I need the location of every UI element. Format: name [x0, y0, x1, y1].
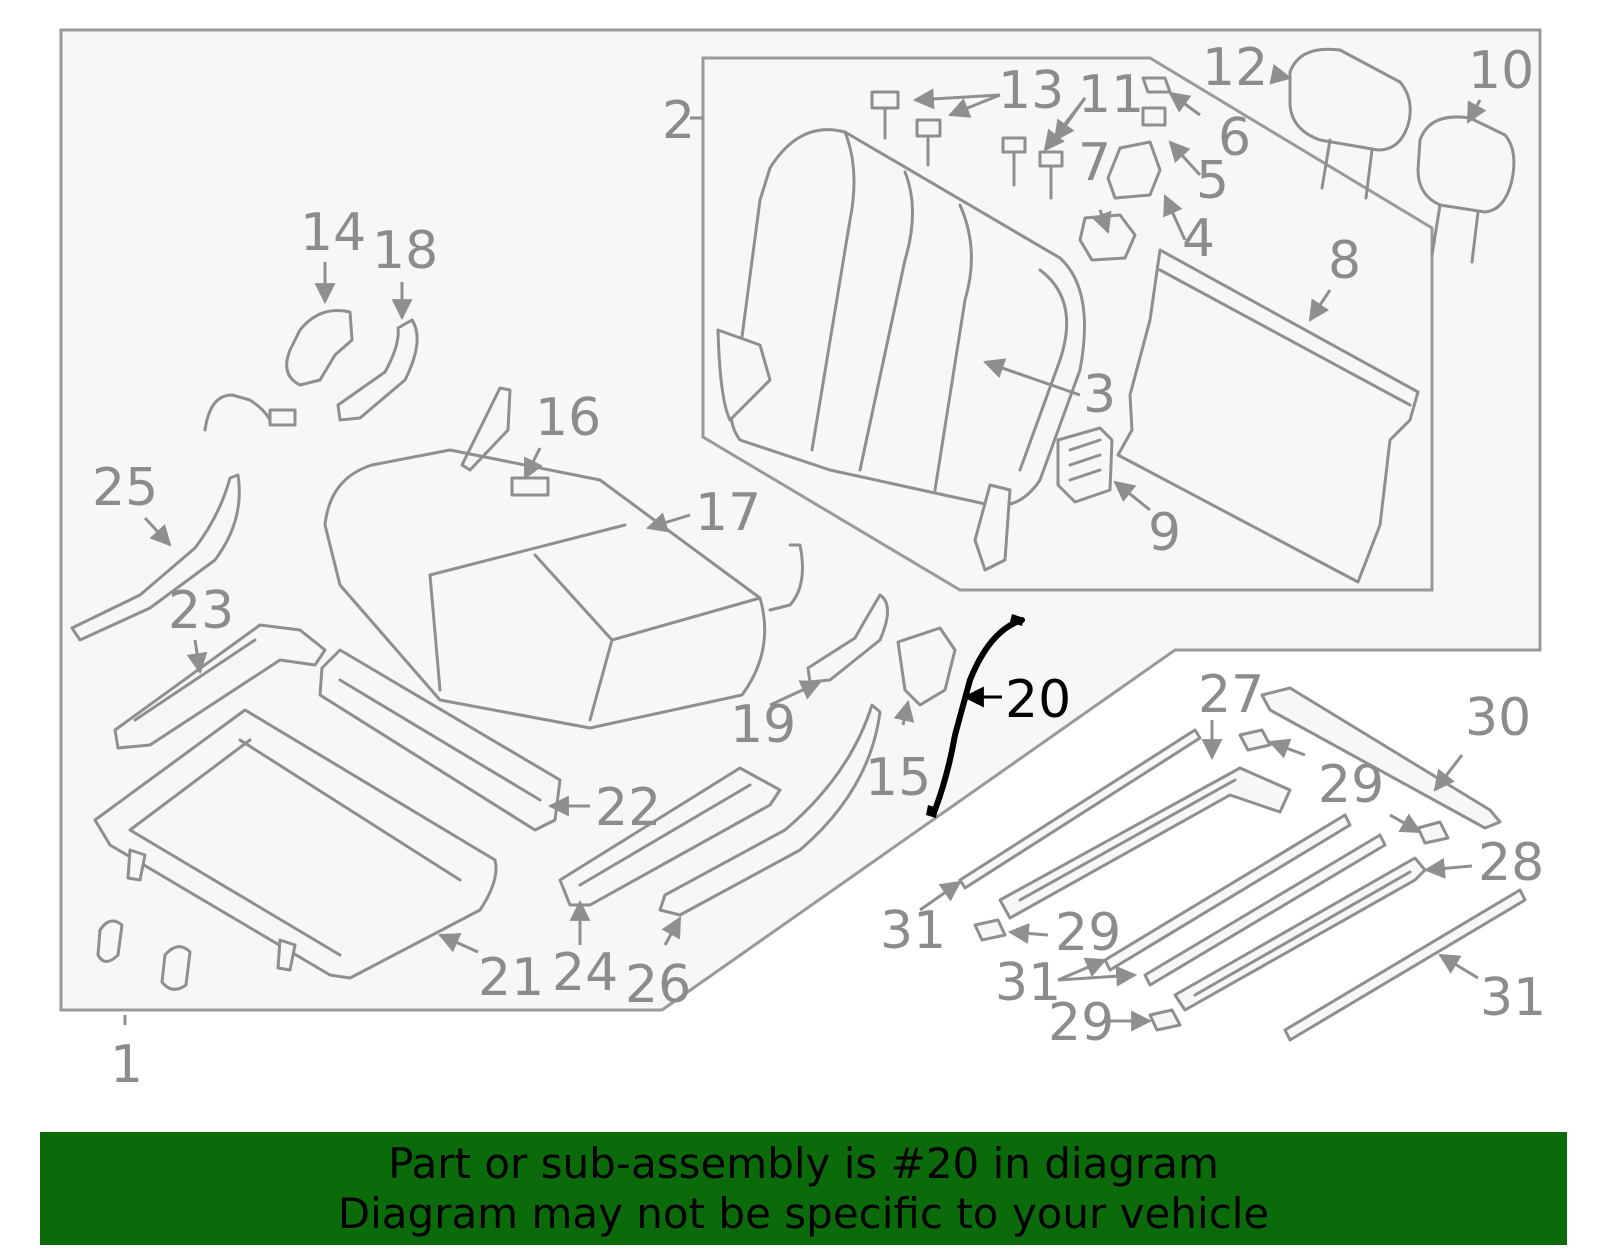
callout-16: 16: [535, 388, 601, 448]
callout-29-a: 29: [1318, 755, 1384, 815]
callout-2: 2: [662, 91, 695, 151]
callout-4: 4: [1182, 209, 1215, 269]
bar-30: [1260, 686, 1502, 830]
cover-14: [285, 309, 354, 387]
highlighted-part-20-end-top: [1010, 614, 1024, 626]
banner-line-2: Diagram may not be specific to your vehi…: [337, 1188, 1270, 1238]
callout-31-c: 31: [1480, 968, 1546, 1028]
callout-12: 12: [1202, 38, 1268, 98]
callout-27: 27: [1198, 665, 1264, 725]
leader-lines: [123, 63, 1487, 1032]
rails-31: [1103, 813, 1527, 1042]
callout-8: 8: [1328, 231, 1361, 291]
callout-20: 20: [1005, 670, 1071, 730]
clips-small: [96, 919, 192, 991]
info-banner: Part or sub-assembly is #20 in diagram D…: [40, 1132, 1567, 1245]
frame-21: [93, 708, 498, 980]
harness-small: [203, 393, 297, 432]
callout-11: 11: [1078, 65, 1144, 125]
callout-7: 7: [1078, 133, 1111, 193]
callout-10: 10: [1468, 41, 1534, 101]
callout-24: 24: [552, 943, 618, 1003]
track-27: [998, 766, 1292, 920]
cushion-clip-16: [460, 386, 550, 497]
callout-19: 19: [730, 695, 796, 755]
trim-26: [658, 703, 882, 917]
callout-3: 3: [1083, 365, 1116, 425]
callout-22: 22: [595, 778, 661, 838]
callout-31-b: 31: [995, 953, 1061, 1013]
callout-23: 23: [168, 581, 234, 641]
headrest-guides-11-13: [870, 90, 1064, 200]
callout-1: 1: [110, 1035, 143, 1095]
callout-5: 5: [1196, 151, 1229, 211]
callout-18: 18: [372, 221, 438, 281]
callout-17: 17: [695, 483, 761, 543]
callout-30: 30: [1465, 688, 1531, 748]
seat-back-board-8: [1116, 248, 1420, 584]
callout-21: 21: [478, 948, 544, 1008]
seat-back-cover-3: [716, 128, 1086, 572]
bracket-15: [896, 626, 957, 707]
highlighted-part-20-end-bottom: [926, 805, 938, 818]
callout-6: 6: [1218, 108, 1251, 168]
callout-29-b: 29: [1055, 903, 1121, 963]
callout-15: 15: [865, 748, 931, 808]
bracket-23: [113, 623, 327, 750]
track-28: [1173, 856, 1427, 1012]
bracket-9: [1056, 426, 1114, 504]
callout-29-c: 29: [1048, 993, 1114, 1053]
pads-29: [973, 728, 1450, 1032]
banner-line-1: Part or sub-assembly is #20 in diagram: [388, 1138, 1219, 1188]
rail-22: [318, 648, 562, 832]
rail-31-a: [958, 728, 1202, 890]
headrest-12: [1288, 47, 1412, 200]
callout-9: 9: [1148, 503, 1181, 563]
callout-31-a: 31: [880, 901, 946, 961]
callout-14: 14: [300, 203, 366, 263]
callout-25: 25: [92, 458, 158, 518]
trim-18: [336, 318, 419, 422]
highlighted-part-20: [932, 617, 1025, 813]
seat-cushion-17: [323, 448, 767, 730]
callout-13: 13: [998, 61, 1064, 121]
callout-28: 28: [1478, 833, 1544, 893]
trim-25: [70, 473, 241, 642]
headrest-10: [1416, 115, 1516, 264]
callout-26: 26: [625, 955, 691, 1015]
